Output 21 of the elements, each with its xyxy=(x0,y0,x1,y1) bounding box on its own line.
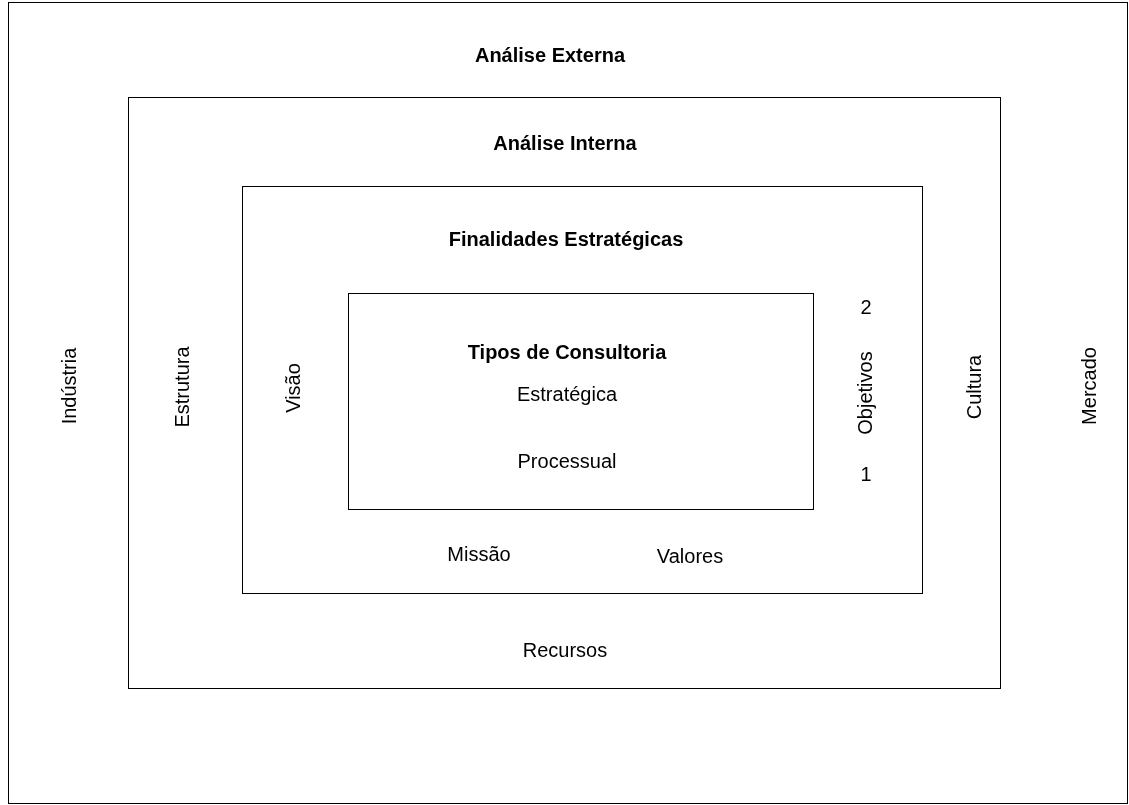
box-label: Recursos xyxy=(522,638,608,662)
heading: Finalidades Estratégicas xyxy=(448,227,684,251)
heading: Análise Externa xyxy=(474,43,626,67)
box-label: Processual xyxy=(517,449,617,473)
box-label: Objetivos xyxy=(853,351,877,435)
box-label: Mercado xyxy=(1077,347,1101,425)
box-label: Visão xyxy=(281,363,305,413)
heading: Análise Interna xyxy=(493,131,637,155)
frame xyxy=(242,186,923,594)
heading: Tipos de Consultoria xyxy=(467,340,667,364)
box-label: Cultura xyxy=(962,354,986,420)
frame xyxy=(128,97,1001,689)
box-label: Estratégica xyxy=(516,382,618,406)
box-label: Estrutura xyxy=(170,346,194,428)
inner-box xyxy=(348,293,814,510)
box-label: Valores xyxy=(656,544,724,568)
box-label: Indústria xyxy=(57,347,81,425)
number-label: 2 xyxy=(860,295,872,319)
box-label: Missão xyxy=(447,542,511,566)
outer-frame xyxy=(8,2,1128,804)
number-label: 1 xyxy=(860,462,872,486)
